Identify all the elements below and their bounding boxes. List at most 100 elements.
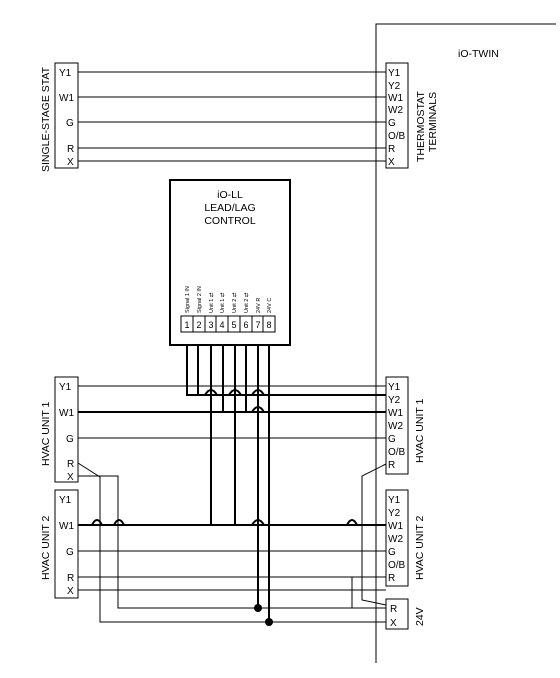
io-ll-title-3: CONTROL [204, 215, 255, 227]
io-ll-pin-label-5: Unit 2 ⇄ [231, 292, 238, 313]
wire-hvac1-r-to-24v [361, 463, 387, 606]
io-ll-pin-label-8: 24V C [267, 298, 273, 313]
tstat-terminal-g: G [388, 118, 396, 129]
hvac1-left-x: X [67, 472, 74, 483]
hvac2-right-w2: W2 [388, 534, 403, 545]
tstat-terminal-w2: W2 [388, 105, 403, 116]
hvac1-right-g: G [388, 434, 396, 445]
io-ll-pin-label-6: Unit 2 ⇄ [243, 292, 250, 313]
io-ll-pin-8: 8 [266, 320, 271, 330]
hvac1-left-block: Y1 W1 G R X HVAC UNIT 1 [40, 376, 79, 483]
io-ll-pin-label-4: Unit 1 ⇄ [219, 292, 226, 313]
hvac2-left-g: G [66, 547, 74, 558]
io-ll-pin-label-3: Unit 1 ⇄ [208, 292, 215, 313]
hvac2-left-x: X [67, 586, 74, 597]
tstat-label-2: TERMINALS [427, 92, 439, 152]
io-ll-title-2: LEAD/LAG [204, 202, 255, 214]
hvac2-left-box [54, 489, 79, 599]
hvac2-right-label: HVAC UNIT 2 [414, 515, 426, 580]
hump [91, 519, 103, 526]
io-ll-pin-1: 1 [184, 320, 189, 330]
wire-hvac1-r [77, 462, 386, 623]
power-box [385, 598, 409, 630]
hvac1-right-w1: W1 [388, 408, 403, 419]
io-ll-pin-label-1: Signal 1 IN [185, 286, 191, 313]
hump [251, 406, 265, 413]
hvac2-right-y2: Y2 [388, 508, 401, 519]
io-twin-enclosure: iO-TWIN [375, 23, 556, 663]
lead-lag-bold-wires [78, 332, 386, 626]
hvac2-right-ob: O/B [388, 560, 406, 571]
io-ll-block: iO-LL LEAD/LAG CONTROL 1 2 3 4 5 6 7 8 S… [169, 179, 291, 346]
hvac2-left-r: R [67, 573, 74, 584]
power-block: R X 24V [385, 598, 426, 630]
wire-hvac1-x [78, 475, 386, 609]
stat-block: Y1 W1 G R X SINGLE-STAGE STAT [40, 62, 79, 172]
stat-terminal-w1: W1 [59, 93, 74, 104]
hump [346, 519, 358, 526]
hvac1-right-y2: Y2 [388, 395, 401, 406]
hvac1-left-g: G [66, 434, 74, 445]
tstat-terminal-w1: W1 [388, 93, 403, 104]
tstat-terminal-y2: Y2 [388, 81, 401, 92]
hump [251, 519, 265, 526]
power-label: 24V [414, 607, 426, 626]
io-ll-pin-3: 3 [208, 320, 213, 330]
tstat-terminal-ob: O/B [388, 131, 406, 142]
hvac1-right-y1: Y1 [388, 382, 401, 393]
hvac1-thin-wires [77, 385, 386, 623]
tstat-terminal-y1: Y1 [388, 68, 401, 79]
hvac1-right-box [385, 376, 409, 475]
io-ll-title-1: iO-LL [217, 189, 243, 201]
thermostat-terminal-block: Y1 Y2 W1 W2 G O/B R X THERMOSTAT TERMINA… [385, 62, 439, 169]
stat-terminal-g: G [66, 118, 74, 129]
stat-terminal-box [54, 62, 79, 169]
io-ll-pin-2: 2 [196, 320, 201, 330]
wire-hvac2-r-to-24v [351, 576, 386, 608]
hvac1-right-label: HVAC UNIT 1 [414, 398, 426, 463]
hvac2-left-y1: Y1 [59, 495, 72, 506]
io-ll-pin-dividers [192, 316, 264, 332]
stat-terminal-y1: Y1 [59, 68, 72, 79]
hvac2-right-r: R [388, 573, 395, 584]
hvac1-left-r: R [67, 459, 74, 470]
hvac2-left-w1: W1 [59, 521, 74, 532]
junction-dot [254, 604, 262, 612]
thermostat-terminal-box [385, 62, 409, 169]
hvac2-right-block: Y1 Y2 W1 W2 G O/B R HVAC UNIT 2 [385, 489, 426, 587]
stat-terminal-x: X [67, 157, 74, 168]
hvac2-right-w1: W1 [388, 521, 403, 532]
hvac2-thin-wires [78, 463, 387, 608]
hvac1-right-r: R [388, 460, 395, 471]
hump [228, 389, 242, 396]
io-ll-pin-label-7: 24V R [256, 298, 262, 313]
power-terminal-x: X [390, 618, 397, 629]
io-ll-pin-5: 5 [231, 320, 236, 330]
io-ll-pin-4: 4 [219, 320, 224, 330]
stat-label: SINGLE-STAGE STAT [40, 66, 52, 172]
hvac2-left-label: HVAC UNIT 2 [40, 515, 52, 580]
hvac2-right-y1: Y1 [388, 495, 401, 506]
tstat-terminal-x: X [388, 157, 395, 168]
hump [204, 389, 218, 396]
hvac1-left-box [54, 376, 79, 483]
wire-pin1 [186, 332, 386, 396]
hvac1-right-block: Y1 Y2 W1 W2 G O/B R HVAC UNIT 1 [385, 376, 426, 475]
hump [251, 389, 265, 396]
tstat-label-1: THERMOSTAT [415, 91, 427, 162]
io-twin-title: iO-TWIN [458, 48, 499, 60]
hvac1-right-w2: W2 [388, 421, 403, 432]
junction-dot [265, 618, 273, 626]
stat-terminal-r: R [67, 144, 74, 155]
hvac1-right-ob: O/B [388, 447, 406, 458]
stat-wires [78, 71, 386, 162]
tstat-terminal-r: R [388, 144, 395, 155]
hump [113, 519, 125, 526]
io-ll-pin-6: 6 [243, 320, 248, 330]
hvac2-right-g: G [388, 547, 396, 558]
hvac1-left-label: HVAC UNIT 1 [40, 401, 52, 466]
io-ll-pin-7: 7 [255, 320, 260, 330]
hvac2-left-block: Y1 W1 G R X HVAC UNIT 2 [40, 489, 79, 599]
